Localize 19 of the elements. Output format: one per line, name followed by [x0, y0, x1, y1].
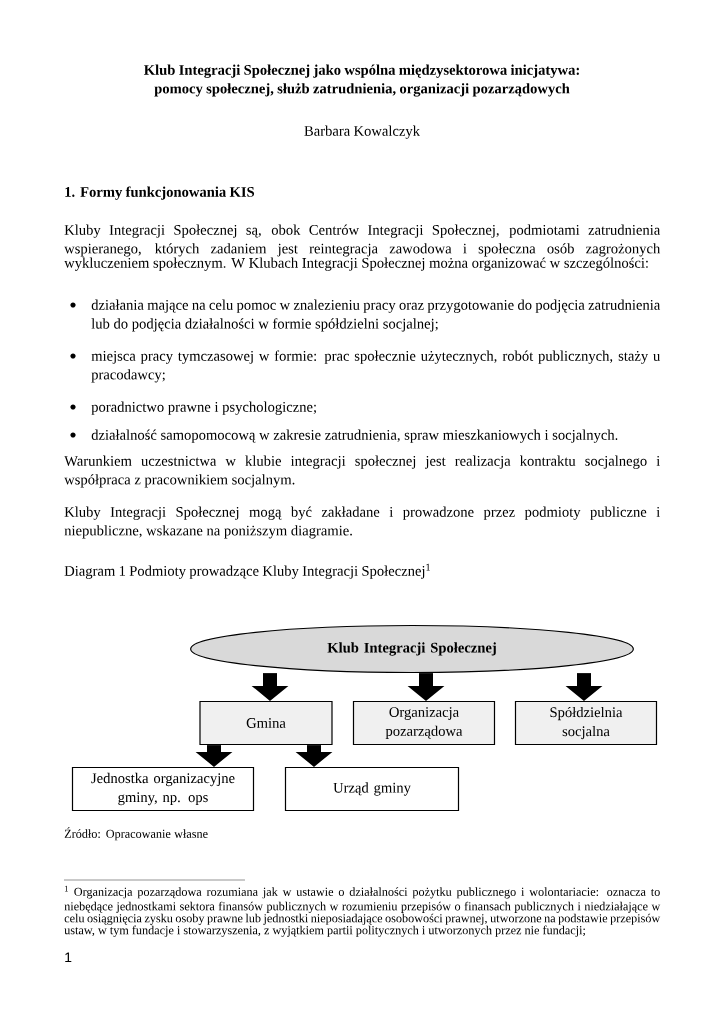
footnote-text: $^{1}$ Organizacja pozarządowa rozumiana jak w ustawie o działalności pożytku publicznego i wolontariacie: oznacza to niebędące jednostkami sektora finansów publicznych w rozumieniu przepisów o finansach publicznych i niedziałające w celu osiągnięcia zysku osoby prawne lub jednostki nieposiadające osobowości prawnej, utworzone na podstawie przepisów ustaw, w tym fundacje i stowarzyszenia, z wyjątkiem partii politycznych i utworzonych przez nie fundacji; — [64, 885, 661, 937]
list-item: poradnictwo prawne i psychologiczne; — [91, 401, 316, 415]
page-number: 1 — [65, 952, 72, 963]
diagram-title: Diagram 1 Podmioty prowadzące Kluby Integracji Społecznej$^{1}$ — [64, 563, 430, 579]
paragraph: Warunkiem uczestnictwa w klubie integracji społecznej jest realizacja kontraktu socjalnego i współpraca z pracownikiem socjalnym. — [64, 455, 660, 488]
document-title: Klub Integracji Społecznej jako wspólna międzysektorowa inicjatywa: pomocy społecznej, służb zatrudnienia, organizacji pozarządowych — [143, 64, 579, 97]
list-item: działania mające na celu pomoc w znalezieniu pracy oraz przygotowanie do podjęcia zatrudnienia lub do podjęcia działalności w formie spółdzielni socjalnej; — [91, 299, 661, 332]
process-box: Spółdzielnia socjalna — [514, 700, 658, 746]
list-item: miejsca pracy tymczasowej w formie: prac społecznie użytecznych, robót publicznych, staży u pracodawcy; — [91, 350, 660, 383]
source-note: Źródło: Opracowanie własne — [64, 827, 208, 841]
process-box: Gmina — [199, 700, 333, 746]
list-item: działalność samopomocową w zakresie zatrudnienia, spraw mieszkaniowych i socjalnych. — [91, 429, 618, 443]
section-heading: 1. Formy funkcjonowania KIS — [65, 186, 255, 200]
process-box: Urząd gminy — [284, 766, 460, 812]
paragraph: Kluby Integracji Społecznej są, obok Centrów Integracji Społecznej, podmiotami zatrudnienia wspieranego, których zadaniem jest reintegracja zawodowa i społeczna osób zagrożonych wykluczeniem społecznym. W Klubach Integracji Społecznej można organizować w szczególności: — [64, 224, 661, 271]
process-box: Organizacja pozarządowa — [352, 700, 496, 746]
process-box: Jednostka organizacyjne gminy, np. ops — [71, 766, 255, 812]
paragraph: Kluby Integracji Społecznej mogą być zakładane i prowadzone przez podmioty publiczne i niepubliczne, wskazane na poniższym diagramie. — [64, 506, 660, 539]
author-name: Barbara Kowalczyk — [304, 125, 420, 139]
